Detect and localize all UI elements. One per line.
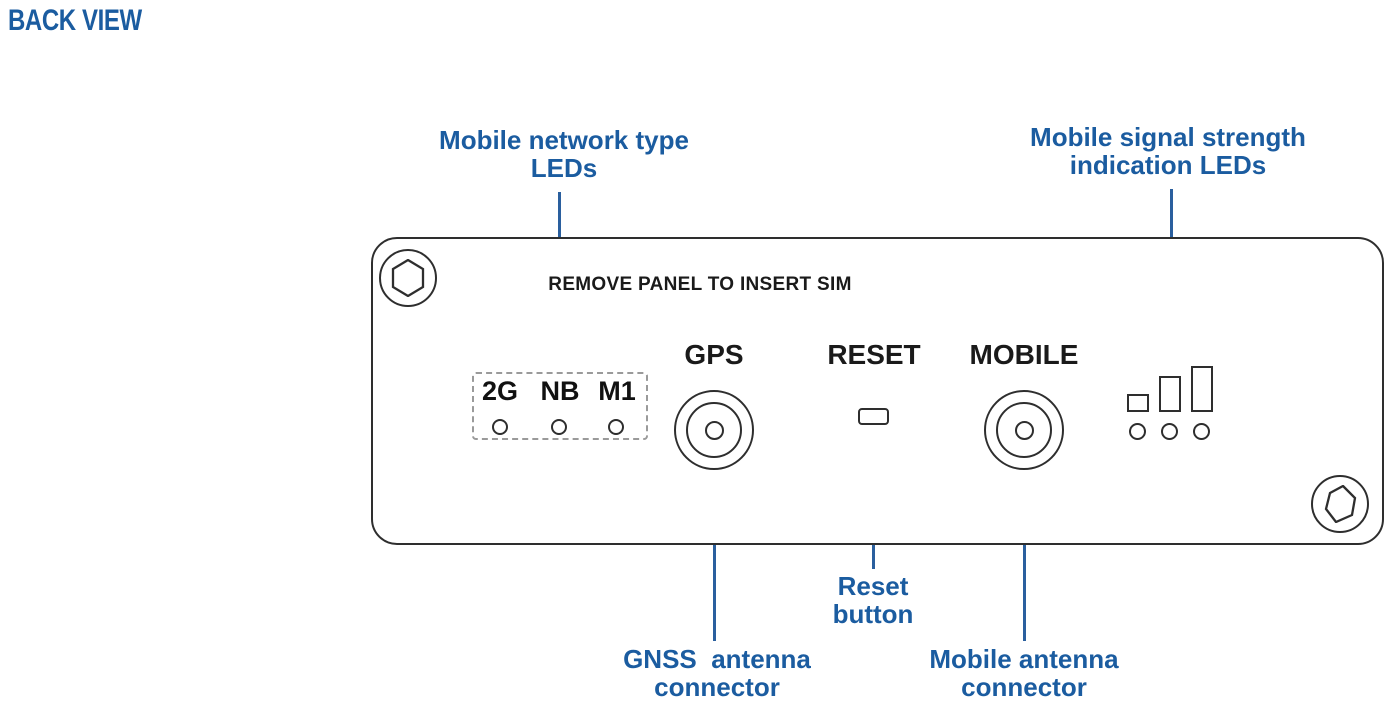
connector-center-pin xyxy=(704,420,724,440)
signal-led-1 xyxy=(1129,423,1146,440)
led-label-m1: M1 xyxy=(598,376,636,406)
connector-outer-ring xyxy=(674,390,754,470)
connector-center-pin xyxy=(1014,420,1034,440)
hex-screw-icon-bottom-right xyxy=(1311,475,1369,533)
signal-led-3 xyxy=(1193,423,1210,440)
led-label-2g: 2G xyxy=(481,376,519,406)
port-label-reset: RESET xyxy=(827,339,921,370)
callout-gnss-antenna-connector: GNSS antenna connector xyxy=(623,644,811,703)
signal-bar-3 xyxy=(1191,366,1213,412)
connector-middle-ring xyxy=(686,402,742,458)
device-back-panel xyxy=(371,237,1384,545)
callout-reset-button: Reset button xyxy=(832,571,914,630)
leader-line-gnss-connector xyxy=(713,468,716,641)
reset-button[interactable] xyxy=(858,408,889,425)
connector-middle-ring xyxy=(996,402,1052,458)
port-label-mobile: MOBILE xyxy=(969,339,1079,370)
led-indicator-2g xyxy=(492,419,508,435)
leader-line-mobile-connector xyxy=(1023,468,1026,641)
hexagon-shape xyxy=(391,259,425,297)
led-label-nb: NB xyxy=(540,376,580,406)
hex-screw-icon-top-left xyxy=(379,249,437,307)
page-title: BACK VIEW xyxy=(8,4,142,37)
gnss-antenna-connector xyxy=(674,390,754,470)
signal-led-2 xyxy=(1161,423,1178,440)
mobile-antenna-connector xyxy=(984,390,1064,470)
callout-mobile-signal-strength-leds: Mobile signal strength indication LEDs xyxy=(1030,122,1306,181)
connector-outer-ring xyxy=(984,390,1064,470)
callout-mobile-antenna-connector: Mobile antenna connector xyxy=(929,644,1119,703)
signal-bar-1 xyxy=(1127,394,1149,412)
hexagon-shape xyxy=(1324,485,1357,523)
port-label-gps: GPS xyxy=(684,339,744,370)
callout-mobile-network-type-leds: Mobile network type LEDs xyxy=(439,125,689,184)
led-indicator-nb xyxy=(551,419,567,435)
network-type-led-group: 2G NB M1 xyxy=(472,372,648,440)
sim-instruction-text: REMOVE PANEL TO INSERT SIM xyxy=(548,274,852,295)
led-indicator-m1 xyxy=(608,419,624,435)
signal-bar-2 xyxy=(1159,376,1181,412)
